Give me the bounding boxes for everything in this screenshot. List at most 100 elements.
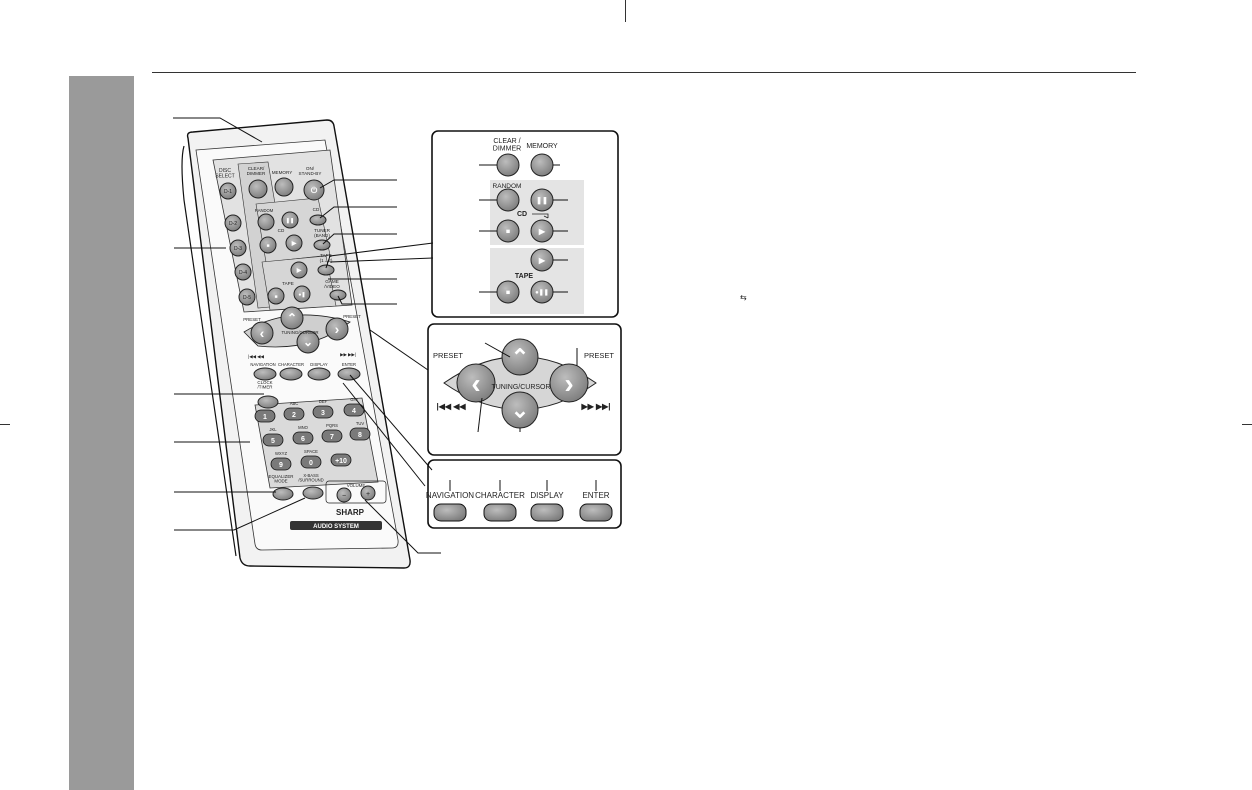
disc-button-5 bbox=[238, 288, 256, 306]
tape-function-button bbox=[317, 264, 335, 276]
nav-label-4: ENTER bbox=[342, 362, 356, 367]
keypad-digit-2: 2 bbox=[292, 412, 296, 419]
tape-pause-button bbox=[293, 285, 311, 303]
keypad-letters-4: GHI bbox=[350, 397, 357, 402]
keypad-letters-2: ABC bbox=[290, 401, 299, 406]
game-video-label: /VIDEO bbox=[324, 284, 340, 289]
forward-label: ▶▶ ▶▶| bbox=[340, 352, 356, 357]
keypad-letters-3: DEF bbox=[319, 399, 328, 404]
disc-button-label-2: D-2 bbox=[229, 221, 237, 227]
random-label: RANDOM bbox=[255, 208, 274, 213]
keypad-digit-0: 0 bbox=[309, 460, 313, 467]
leader-line-15 bbox=[369, 329, 429, 371]
keypad-letters-0: SPACE bbox=[304, 449, 318, 454]
keypad-button-2 bbox=[283, 407, 305, 421]
detail-cursor-right-button bbox=[549, 363, 589, 403]
detail-tape-stop-button-glyph: ■ bbox=[506, 289, 510, 296]
memory-label: MEMORY bbox=[272, 170, 293, 175]
leader-line-8 bbox=[319, 206, 397, 219]
disc-button-label-4: D-4 bbox=[239, 270, 247, 276]
volume-frame bbox=[325, 480, 387, 504]
keypad-letters-6: MNO bbox=[298, 425, 309, 430]
detail-nav-label-4: ENTER bbox=[582, 491, 609, 500]
volume-label: VOLUME bbox=[347, 483, 366, 488]
detail-cursor-right-button-glyph: › bbox=[564, 368, 573, 399]
detail-random-button bbox=[496, 188, 520, 212]
keypad-digit-5: 5 bbox=[271, 438, 275, 445]
tape-play-button bbox=[290, 261, 308, 279]
leader-line-14 bbox=[364, 499, 441, 554]
volume-minus-glyph: − bbox=[342, 493, 346, 500]
detail-cd-label: CD bbox=[517, 211, 527, 218]
clock-timer-label: /TIMER bbox=[258, 385, 273, 390]
tape-deck-label: TAPE bbox=[320, 253, 332, 258]
keypad-digit-+10: +10 bbox=[335, 458, 347, 465]
memory-button bbox=[274, 177, 294, 197]
brand-logo: SHARP bbox=[336, 508, 365, 517]
clock-timer-label: CLOCK bbox=[257, 380, 272, 385]
on-stand-by-label: STAND-BY bbox=[299, 171, 322, 176]
cursor-right-button-glyph: › bbox=[335, 321, 340, 337]
detail-clear-dimmer-label: CLEAR / bbox=[493, 138, 520, 145]
tape-play-button-glyph: ▶ bbox=[296, 267, 302, 274]
cd-label: CD bbox=[278, 228, 285, 233]
detail-forward-label: ▶▶ ▶▶| bbox=[580, 402, 610, 411]
detail-preset-left-label: PRESET bbox=[433, 351, 463, 360]
detail-nav-button-1 bbox=[433, 503, 467, 522]
detail-tape-play-button-glyph: ▶ bbox=[538, 256, 546, 265]
leader-line-9 bbox=[322, 233, 397, 245]
cursor-up-button bbox=[280, 306, 304, 330]
leader-line-6 bbox=[174, 497, 306, 531]
leader-line-29 bbox=[477, 397, 483, 433]
detail-cd-play-button-glyph: ▶ bbox=[538, 227, 546, 236]
disc-button-4 bbox=[234, 263, 252, 281]
cd-play-button bbox=[285, 234, 303, 252]
page-sidebar-band bbox=[69, 76, 134, 790]
detail-tuning-cursor-label: TUNING/CURSOR bbox=[491, 384, 550, 391]
tape-deck-label: (1↔2) bbox=[320, 258, 333, 263]
x-bass-label: /SURROUND bbox=[298, 477, 323, 482]
disc-button-label-3: D-3 bbox=[234, 246, 242, 252]
detail-clear-dimmer-button bbox=[496, 153, 520, 177]
x-bass-label: X-BASS bbox=[303, 473, 319, 478]
preset-left-label: PRESET bbox=[243, 317, 261, 322]
keypad-digit-1: 1 bbox=[263, 414, 267, 421]
tuner-band-button bbox=[313, 239, 331, 251]
detail-memory-label: MEMORY bbox=[526, 143, 558, 150]
swap-arrows-note: ⇆ bbox=[740, 293, 747, 302]
detail-tape-label: TAPE bbox=[515, 273, 533, 280]
keypad-digit-8: 8 bbox=[358, 432, 362, 439]
detail-random-label: RANDOM bbox=[493, 183, 522, 190]
disc-button-label-1: D-1 bbox=[224, 189, 232, 195]
equalizer-mode-button bbox=[272, 487, 294, 501]
disc-button-label-5: D-5 bbox=[243, 295, 251, 301]
leader-line-11 bbox=[337, 295, 397, 305]
tuning-cursor-label: TUNING/CURSOR bbox=[281, 330, 318, 335]
leader-line-17 bbox=[349, 374, 433, 471]
keypad-digit-4: 4 bbox=[352, 408, 356, 415]
detail-nav-label-2: CHARACTER bbox=[475, 491, 525, 500]
clear-dimmer-label: CLEAR/ bbox=[248, 166, 265, 171]
disc-button-3 bbox=[229, 239, 247, 257]
cd-stop-button-glyph: ■ bbox=[266, 243, 269, 249]
detail-memory-button bbox=[530, 153, 554, 177]
disc-button-2 bbox=[224, 214, 242, 232]
detail-cursor-up-button bbox=[501, 338, 539, 376]
leader-line-13 bbox=[329, 257, 434, 263]
crop-mark-right bbox=[1242, 424, 1252, 425]
clear-dimmer-button bbox=[248, 179, 268, 199]
power-button bbox=[303, 179, 325, 201]
detail-cd-pause-button-glyph: ❚❚ bbox=[536, 196, 548, 204]
detail-cursor-up-button-glyph: ⌃ bbox=[511, 345, 529, 370]
cd-function-label: CD bbox=[313, 207, 320, 212]
detail-cursor-down-button-glyph: ⌄ bbox=[511, 398, 529, 423]
detail-nav-label-1: NAVIGATION bbox=[426, 491, 474, 500]
x-bass-button bbox=[302, 486, 324, 500]
tape-pause-button-glyph: ●❚ bbox=[298, 292, 305, 298]
keypad-button-6 bbox=[292, 431, 314, 445]
detail-cd-stop-button-glyph: ■ bbox=[506, 228, 510, 235]
nav-button-3 bbox=[307, 367, 331, 381]
cursor-down-button bbox=[296, 330, 320, 354]
leader-line-1 bbox=[173, 117, 263, 143]
